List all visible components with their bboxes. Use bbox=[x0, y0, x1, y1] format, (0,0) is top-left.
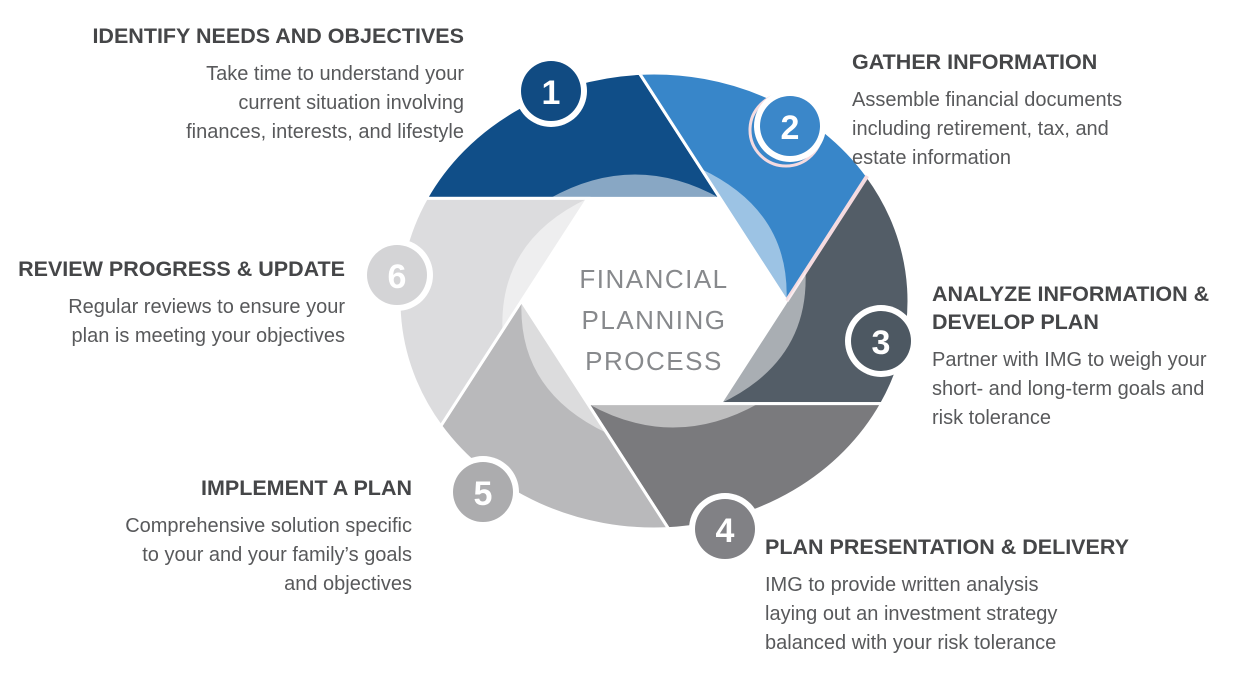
badge-circle bbox=[453, 462, 513, 522]
badge-number: 6 bbox=[388, 258, 407, 296]
badge-number: 2 bbox=[781, 109, 800, 147]
step-block-1: IDENTIFY NEEDS AND OBJECTIVES Take time … bbox=[92, 22, 464, 147]
badge-circle bbox=[760, 96, 820, 156]
badge-circle bbox=[367, 245, 427, 305]
blade-4 bbox=[584, 402, 885, 531]
step-6-description: Regular reviews to ensure your plan is m… bbox=[68, 296, 345, 347]
blade-inner-band-1 bbox=[549, 174, 721, 199]
step-1-title: IDENTIFY NEEDS AND OBJECTIVES bbox=[92, 24, 464, 48]
step-block-5: IMPLEMENT A PLAN Comprehensive solution … bbox=[125, 474, 412, 599]
badge-number: 1 bbox=[542, 74, 561, 112]
step-6-title: REVIEW PROGRESS & UPDATE bbox=[18, 257, 345, 281]
step-block-4: PLAN PRESENTATION & DELIVERY IMG to prov… bbox=[765, 533, 1129, 658]
step-badge-6: 6 bbox=[361, 239, 433, 311]
step-3-title: ANALYZE INFORMATION & DEVELOP PLAN bbox=[932, 282, 1210, 334]
diagram-title: FINANCIAL PLANNING PROCESS bbox=[529, 258, 779, 382]
step-3-description: Partner with IMG to weigh your short- an… bbox=[932, 349, 1207, 429]
blade-inner-band-4 bbox=[587, 403, 759, 428]
step-5-title: IMPLEMENT A PLAN bbox=[200, 476, 412, 500]
badge-circle bbox=[521, 61, 581, 121]
step-badge-5: 5 bbox=[447, 456, 519, 528]
blade-inner-band-5 bbox=[521, 301, 607, 434]
step-4-description: IMG to provide written analysis laying o… bbox=[765, 574, 1058, 654]
blade-inner-band-3 bbox=[720, 271, 806, 404]
gap-highlight-pink bbox=[784, 174, 869, 303]
badge-circle bbox=[695, 499, 755, 559]
badge-number: 5 bbox=[474, 475, 493, 513]
center-hexagon bbox=[521, 198, 787, 404]
badge-number: 4 bbox=[716, 512, 735, 550]
step-2-description: Assemble financial documents including r… bbox=[852, 89, 1123, 169]
badge-circle bbox=[851, 311, 911, 371]
step-4-title: PLAN PRESENTATION & DELIVERY bbox=[765, 535, 1129, 559]
blade-inner-band-6 bbox=[502, 198, 588, 331]
step-block-3: ANALYZE INFORMATION & DEVELOP PLAN Partn… bbox=[932, 280, 1209, 433]
step-badge-2: 2 bbox=[748, 90, 826, 168]
step-badge-1: 1 bbox=[515, 55, 587, 127]
diagram-title-line: PROCESS bbox=[585, 345, 723, 376]
diagram-title-line: PLANNING bbox=[581, 304, 727, 335]
step-badge-3: 3 bbox=[845, 305, 917, 377]
step-badge-4: 4 bbox=[689, 493, 761, 565]
step-1-description: Take time to understand your current sit… bbox=[186, 63, 464, 143]
step-block-6: REVIEW PROGRESS & UPDATE Regular reviews… bbox=[18, 255, 345, 351]
step-5-description: Comprehensive solution specific to your … bbox=[125, 515, 412, 595]
diagram-title-line: FINANCIAL bbox=[579, 263, 729, 294]
badge-number: 3 bbox=[872, 324, 891, 362]
step-block-2: GATHER INFORMATION Assemble financial do… bbox=[852, 48, 1122, 173]
blade-inner-band-2 bbox=[701, 168, 787, 301]
step-2-title: GATHER INFORMATION bbox=[852, 50, 1098, 74]
